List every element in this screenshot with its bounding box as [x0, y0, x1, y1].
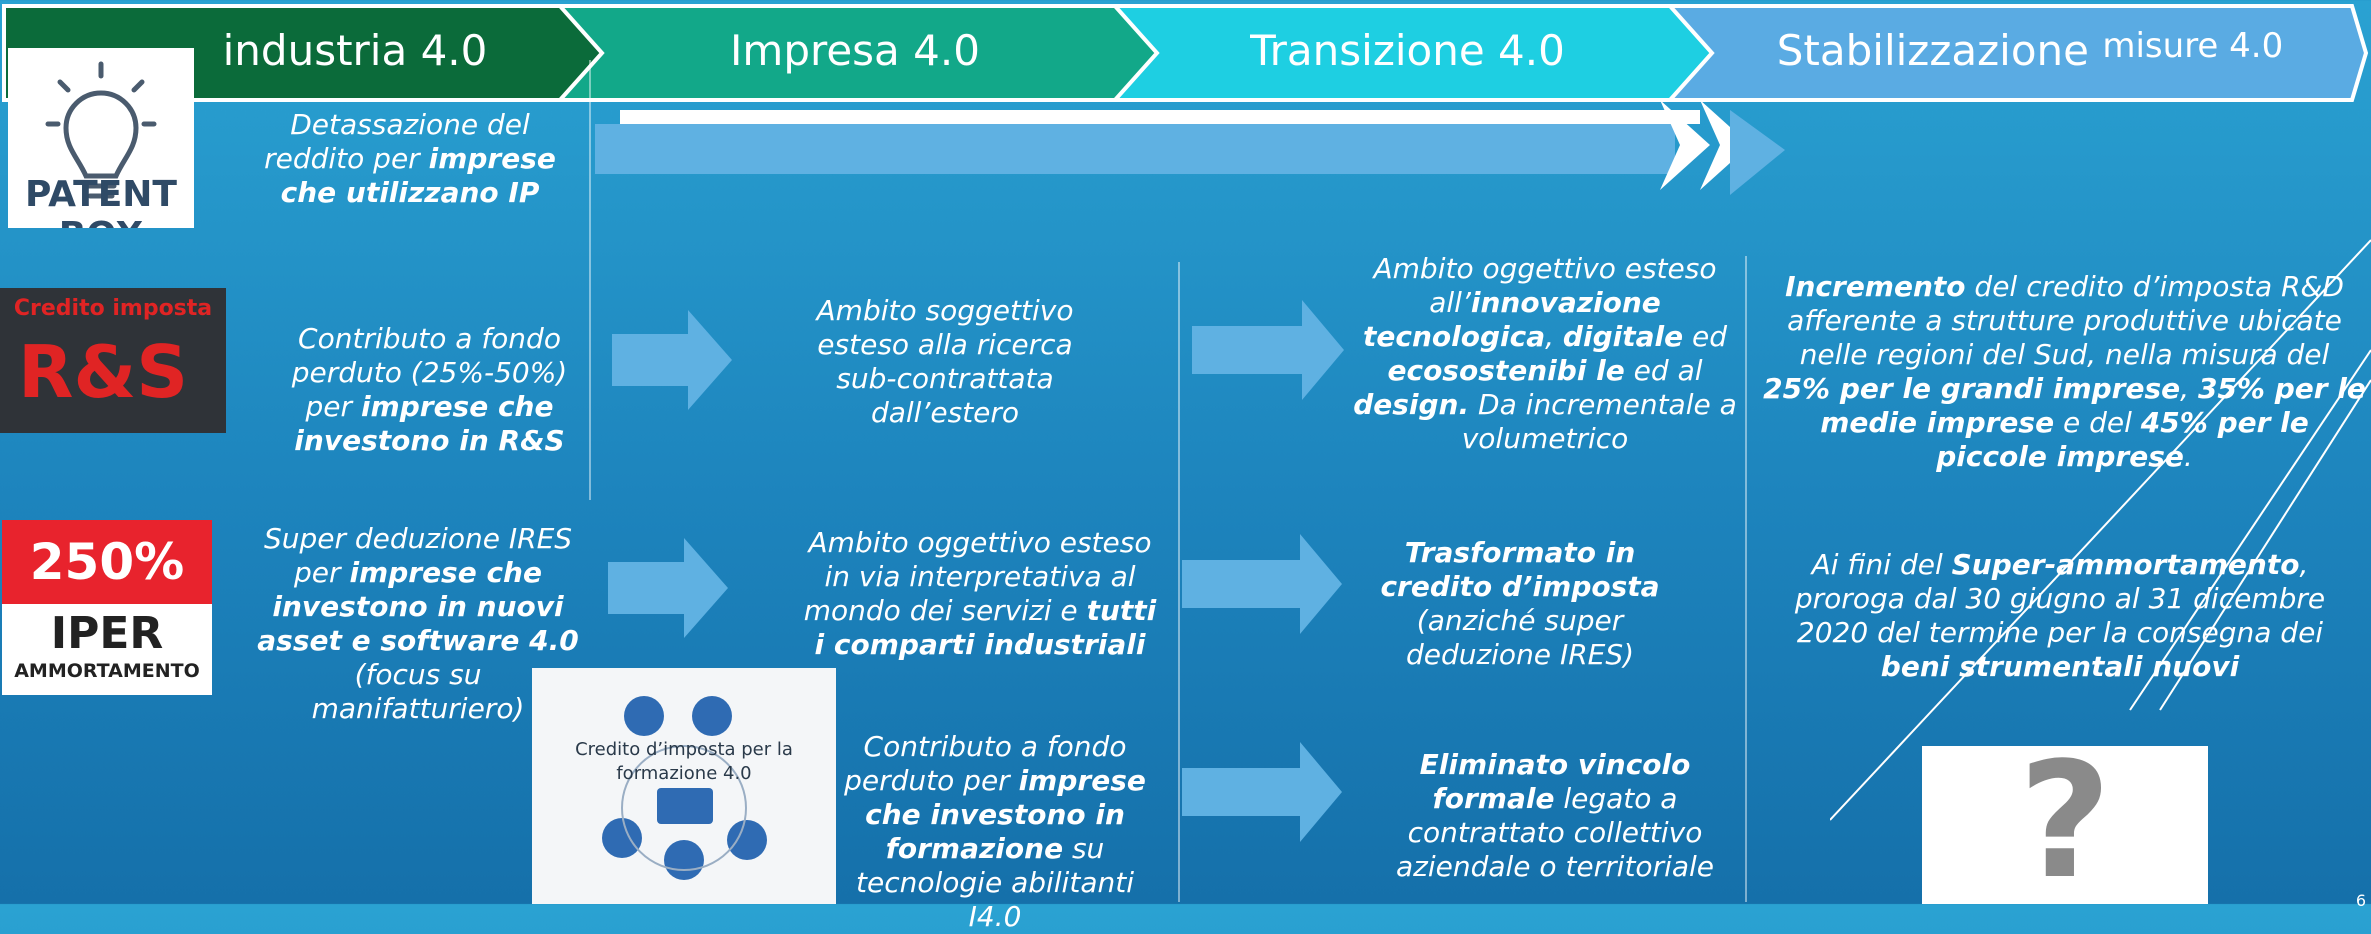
question-box: ? — [1922, 746, 2208, 904]
rs-col4: Incremento del credito d’imposta R&D aff… — [1763, 270, 2366, 473]
formazione-col2: Contributo a fondo perduto per imprese c… — [844, 730, 1146, 933]
formazione-arrow — [1182, 742, 1342, 842]
rs-logo-big: R&S — [18, 330, 189, 414]
phase-label-2: Impresa 4.0 — [730, 25, 980, 75]
formazione-icons — [602, 696, 767, 880]
rs-col3: Ambito oggettivo esteso all’innovazione … — [1353, 252, 1737, 455]
phase-chevrons — [2, 4, 2369, 102]
rs-col1: Contributo a fondo perduto (25%-50%) per… — [291, 322, 568, 457]
rs-logo: Credito imposta R&S — [0, 288, 226, 433]
formazione-logo-label: Credito d’imposta per la formazione 4.0 — [575, 739, 793, 784]
iper-arrow-2 — [1182, 534, 1342, 634]
phase-label-3: Transizione 4.0 — [1250, 25, 1565, 75]
formazione-logo: Credito d’imposta per la formazione 4.0 — [532, 668, 836, 904]
separator-col1 — [589, 60, 591, 500]
iper-col2: Ambito oggettivo esteso in via interpret… — [803, 526, 1157, 661]
patent-box-desc: Detassazione del reddito per imprese che… — [264, 108, 556, 209]
iper-logo-name: IPER — [50, 608, 164, 659]
rs-arrow-1 — [612, 310, 732, 410]
iper-col3: Trasformato in credito d’imposta (anzich… — [1380, 536, 1660, 671]
decorative-diagonals — [1830, 239, 2371, 821]
rs-col2: Ambito soggettivo esteso alla ricerca su… — [816, 294, 1074, 429]
lightbulb-icon — [45, 61, 157, 199]
phase-label-1: industria 4.0 — [222, 25, 488, 75]
iper-logo-sub: AMMORTAMENTO — [14, 660, 200, 682]
patent-box-label: PATENT BOX — [25, 174, 177, 228]
slide-number: 6 — [2355, 891, 2366, 910]
separator-col2 — [1178, 262, 1180, 902]
iper-logo: 250% IPER AMMORTAMENTO — [2, 520, 212, 695]
timeline-arrow — [595, 100, 1785, 195]
separator-col3 — [1745, 256, 1747, 902]
question-mark-icon: ? — [2018, 746, 2112, 904]
rs-arrow-2 — [1192, 300, 1344, 400]
rs-logo-top: Credito imposta — [13, 296, 213, 321]
iper-arrow-1 — [608, 538, 728, 638]
iper-col4: Ai fini del Super-ammortamento, proroga … — [1794, 548, 2326, 683]
phase-label-4: Stabilizzazione misure 4.0 — [1776, 26, 2284, 75]
iper-logo-pct: 250% — [2, 520, 212, 604]
patent-box-logo: PATENT BOX — [8, 48, 194, 228]
formazione-col3: Eliminato vincolo formale legato a contr… — [1395, 748, 1715, 883]
iper-col1: Super deduzione IRES per imprese che inv… — [257, 522, 579, 725]
